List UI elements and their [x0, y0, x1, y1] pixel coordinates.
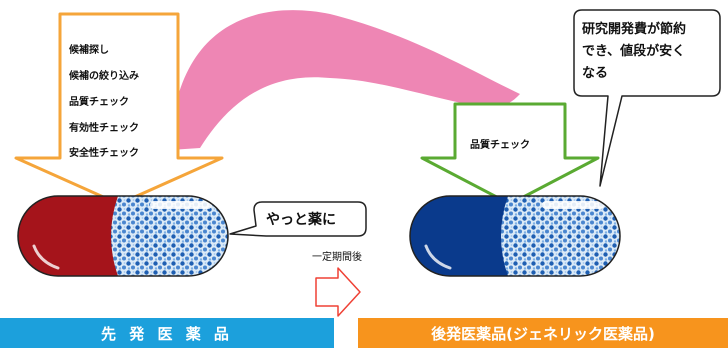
generic-banner-label: 後発医薬品(ジェネリック医薬品): [431, 324, 655, 343]
generic-capsule: [409, 195, 621, 277]
brand-step-2: 候補の絞り込み: [69, 71, 139, 82]
brand-step-4: 有効性チェック: [69, 123, 139, 134]
pink-band: [170, 10, 520, 150]
generic-steps-arrow: [420, 102, 600, 206]
generic-callout-line-3: なる: [582, 66, 609, 81]
transition-arrow-icon: [315, 267, 361, 317]
generic-callout-bubble: [573, 9, 721, 187]
generic-banner-bg: [358, 318, 728, 348]
generic-callout-line-2: でき、値段が安く: [582, 44, 686, 59]
generic-step-1: 品質チェック: [470, 140, 530, 151]
brand-steps-arrow: [14, 12, 224, 206]
brand-step-1: 候補探し: [69, 45, 109, 56]
brand-step-5: 安全性チェック: [69, 148, 139, 159]
transition-label: 一定期間後: [312, 252, 362, 263]
brand-banner-bg: [0, 318, 334, 348]
brand-step-3: 品質チェック: [69, 97, 129, 108]
brand-callout-bubble: [229, 201, 367, 237]
generic-callout-line-1: 研究開発費が節約: [582, 22, 687, 37]
brand-banner-label: 先 発 医 薬 品: [101, 324, 233, 343]
brand-capsule: [17, 195, 229, 277]
brand-callout-text: やっと薬に: [266, 212, 336, 228]
